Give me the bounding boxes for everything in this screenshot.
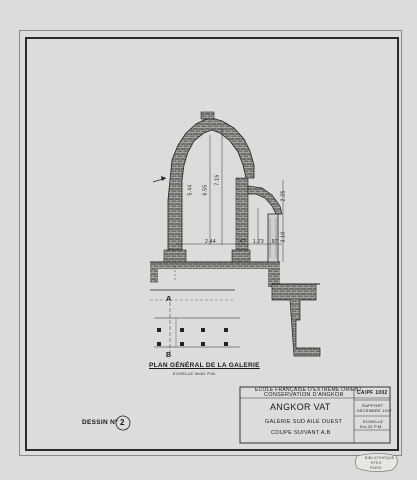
department: CONSERVATION D'ANGKOR	[264, 392, 344, 398]
plan-scale: ECHELLE 0m01 P.M.	[173, 371, 217, 376]
section-mark-a: A	[166, 296, 172, 303]
dim-height-aisle: 3.10	[280, 231, 287, 243]
echelle-label: ECHELLE	[363, 419, 384, 424]
section-mark-b: B	[166, 352, 172, 359]
outer-border	[19, 30, 402, 456]
plan-view	[150, 289, 240, 355]
subject-line-1: GALERIE SUD AILE OUEST	[265, 419, 343, 425]
dim-height-vault: 2.25	[280, 190, 287, 202]
dessin-label: DESSIN Nº	[82, 419, 118, 426]
dessin-circle	[115, 415, 131, 431]
echelle-value: 0m,02 P.M.	[360, 424, 383, 429]
aisle-half-vault	[247, 185, 283, 263]
dim-d3: .97	[270, 239, 278, 245]
rapport-label: RAPPORT	[362, 403, 384, 408]
floor-slab	[150, 261, 280, 287]
dim-height-main: 6.55	[202, 184, 209, 196]
main-vault	[163, 111, 255, 263]
dessin-number: 2	[120, 418, 125, 427]
inner-border	[25, 37, 399, 451]
stamp-line-3: PARIS	[370, 466, 382, 470]
dim-span: 2.44	[205, 239, 216, 245]
dimension-lines	[174, 128, 284, 282]
rapport-date: DÉCEMBRE 1917	[357, 409, 392, 413]
stamp-line-1: BIBLIOTHÈQUE	[365, 456, 395, 460]
dim-d1: .47	[238, 239, 246, 245]
plan-title: PLAN GÉNÉRAL DE LA GALERIE	[149, 362, 260, 369]
title-block	[239, 386, 391, 444]
foundation-steps	[271, 283, 321, 357]
dim-d2: 1.73	[253, 239, 264, 245]
arrow-marker	[152, 176, 167, 183]
reference-number: CA/PF 1002	[357, 390, 388, 396]
library-stamp	[355, 453, 398, 472]
dim-opening: 5.44	[187, 184, 194, 196]
dim-height-total: 7.15	[214, 174, 221, 186]
subject-line-2: COUPE SUIVANT A.B	[271, 430, 331, 436]
stamp-line-2: EFEO	[371, 461, 382, 465]
site-title: ANGKOR VAT	[270, 402, 331, 412]
institution: ECOLE FRANÇAISE D'EXTRÊME ORIENT	[255, 387, 362, 393]
